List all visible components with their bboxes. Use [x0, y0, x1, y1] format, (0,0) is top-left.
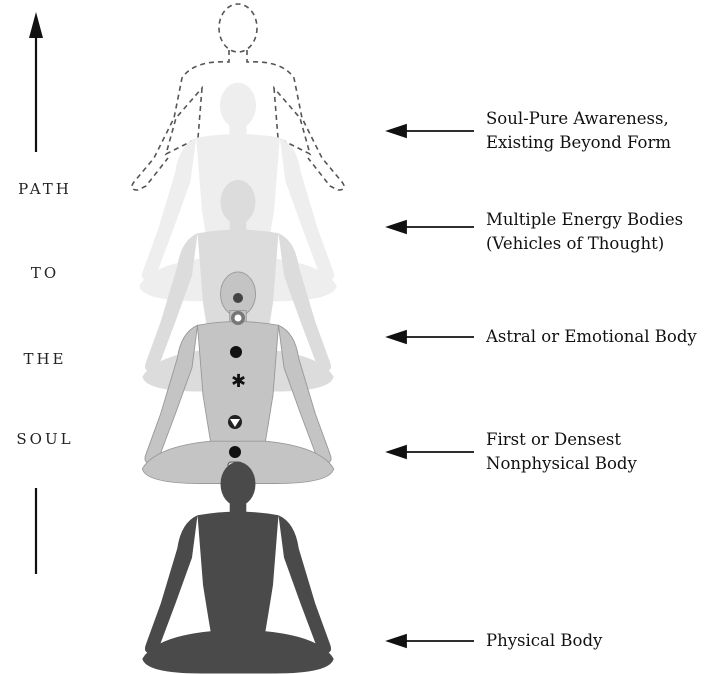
level-arrows: [388, 125, 474, 647]
label-physical-line-1: Physical Body: [486, 629, 602, 653]
label-energy-line-1: Multiple Energy Bodies: [486, 208, 683, 232]
label-soul-line-1: Soul-Pure Awareness,: [486, 107, 671, 131]
arrow-first-icon: [388, 446, 474, 458]
label-first-line-2: Nonphysical Body: [486, 452, 637, 476]
label-physical: Physical Body: [486, 629, 602, 653]
label-first-line-1: First or Densest: [486, 428, 637, 452]
arrow-physical-icon: [388, 635, 474, 647]
label-soul-line-2: Existing Beyond Form: [486, 131, 671, 155]
chakra-heart-icon: ✱: [231, 371, 246, 392]
chakra-crown-icon: [233, 293, 243, 303]
arrow-astral-icon: [388, 331, 474, 343]
label-energy: Multiple Energy Bodies (Vehicles of Thou…: [486, 208, 683, 256]
label-astral: Astral or Emotional Body: [486, 325, 697, 349]
label-energy-line-2: (Vehicles of Thought): [486, 232, 683, 256]
physical-body-figure: [142, 462, 333, 674]
arrow-soul-icon: [388, 125, 474, 137]
label-first: First or Densest Nonphysical Body: [486, 428, 637, 476]
chakra-throat-icon: [230, 346, 242, 358]
chakra-sacral-icon: [229, 446, 241, 458]
label-soul: Soul-Pure Awareness, Existing Beyond For…: [486, 107, 671, 155]
arrow-energy-icon: [388, 221, 474, 233]
label-astral-line-1: Astral or Emotional Body: [486, 325, 697, 349]
